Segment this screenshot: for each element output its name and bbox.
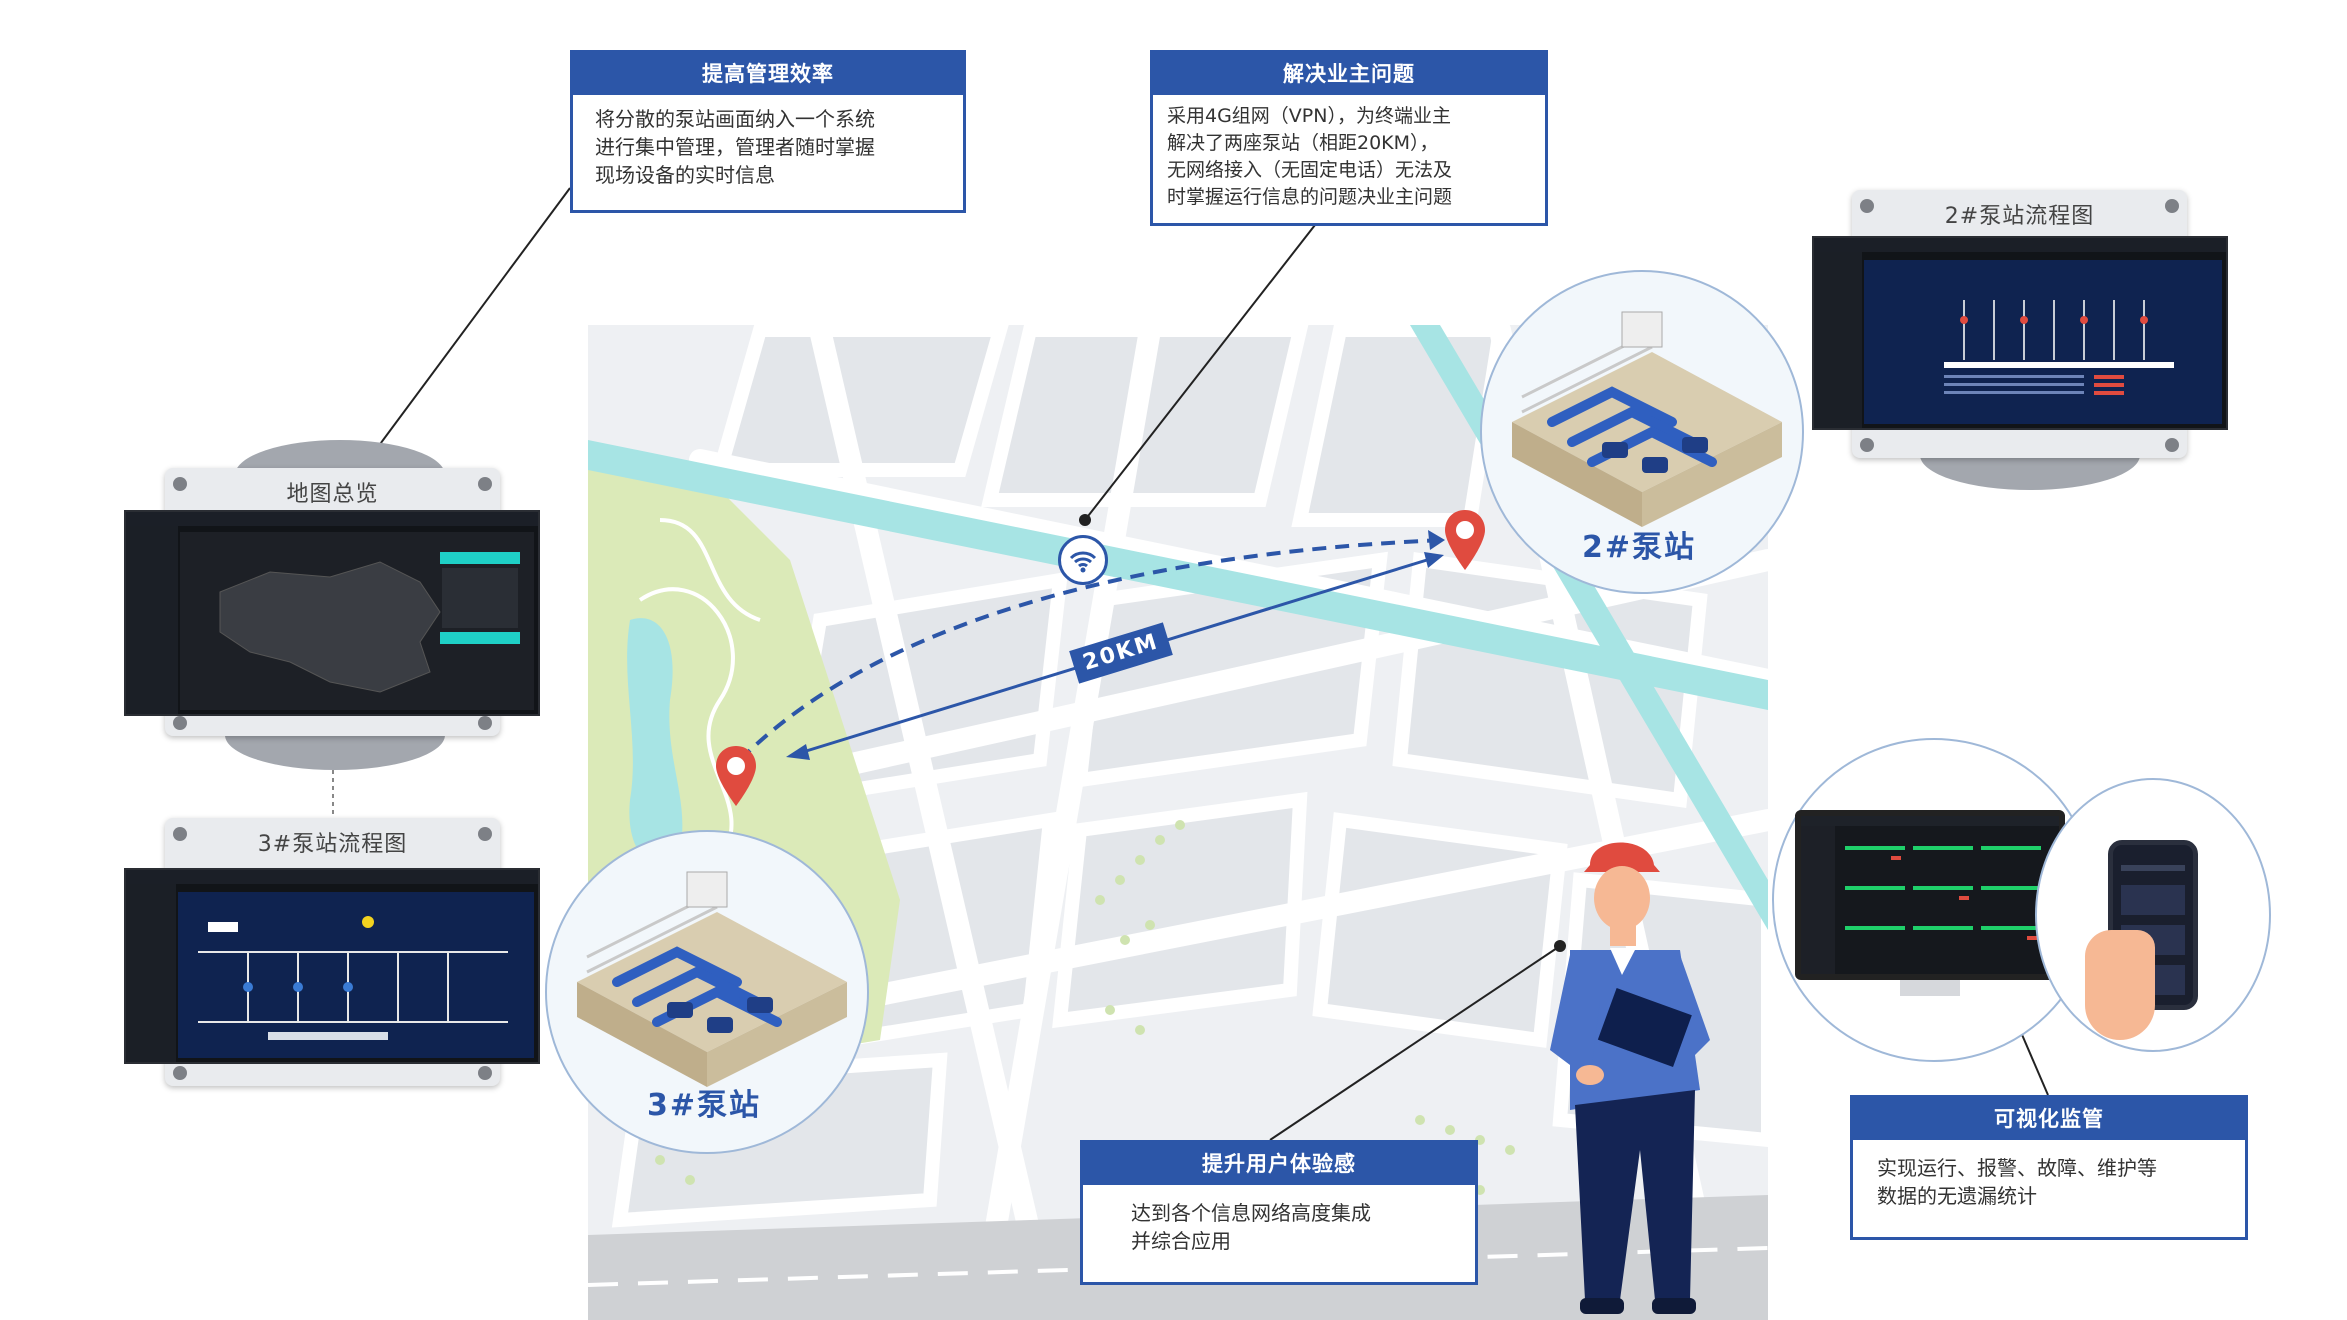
callout-line: 进行集中管理，管理者随时掌握 [595,135,875,159]
station-2-label: 2#泵站 [1582,530,1697,565]
pin-dot [1860,438,1874,452]
pin-dot [2165,438,2179,452]
callout-line: 实现运行、报警、故障、维护等 [1877,1156,2157,1180]
station-2-illustration: 2#泵站 [1480,270,1804,594]
callout-line: 数据的无遗漏统计 [1877,1184,2037,1208]
callout-line: 无网络接入（无固定电话）无法及 [1167,159,1453,181]
callout-efficiency: 提高管理效率 将分散的泵站画面纳入一个系统 进行集中管理，管理者随时掌握 现场设… [570,50,966,213]
flow-2-screenshot [1812,236,2228,430]
card-title: 地图总览 [286,482,379,507]
callout-line: 现场设备的实时信息 [595,163,775,187]
callout-line: 将分散的泵站画面纳入一个系统 [595,107,875,131]
callout-title: 解决业主问题 [1153,53,1545,95]
monitor-stand [1900,980,1960,996]
callout-solve: 解决业主问题 采用4G组网（VPN），为终端业主 解决了两座泵站（相距20KM）… [1150,50,1548,226]
card-title: 3#泵站流程图 [257,832,408,857]
station-3-illustration: 3#泵站 [545,830,869,1154]
callout-line: 并综合应用 [1131,1229,1231,1253]
pin-dot [1860,199,1874,213]
pin-dot [478,477,492,491]
callout-title: 提升用户体验感 [1083,1143,1475,1185]
pin-dot [173,827,187,841]
map-overview-screenshot [124,510,540,716]
pump-station-illustration [577,871,847,1087]
pin-dot [478,1066,492,1080]
callout-line: 采用4G组网（VPN），为终端业主 [1167,105,1451,127]
callout-experience: 提升用户体验感 达到各个信息网络高度集成 并综合应用 [1080,1140,1478,1285]
hand-shape [2085,930,2155,1040]
callout-title: 提高管理效率 [573,53,963,95]
worker-figure [1550,842,1710,1314]
station-3-label: 3#泵站 [647,1088,762,1123]
wifi-icon [1058,535,1108,585]
pin-dot [478,716,492,730]
location-pin-icon [1445,510,1485,570]
card-title: 2#泵站流程图 [1944,204,2095,229]
flow-3-screenshot [124,868,540,1064]
callout-visual: 可视化监管 实现运行、报警、故障、维护等 数据的无遗漏统计 [1850,1095,2248,1240]
location-pin-icon [716,746,756,806]
pin-dot [478,827,492,841]
pin-dot [173,1066,187,1080]
monitor-icon [1795,810,2065,980]
callout-line: 时掌握运行信息的问题决业主问题 [1167,186,1453,208]
callout-title: 可视化监管 [1853,1098,2245,1140]
callout-line: 解决了两座泵站（相距20KM）， [1167,132,1439,154]
pin-dot [173,477,187,491]
pump-station-illustration [1512,311,1782,527]
pin-dot [173,716,187,730]
pin-dot [2165,199,2179,213]
callout-line: 达到各个信息网络高度集成 [1131,1201,1371,1225]
